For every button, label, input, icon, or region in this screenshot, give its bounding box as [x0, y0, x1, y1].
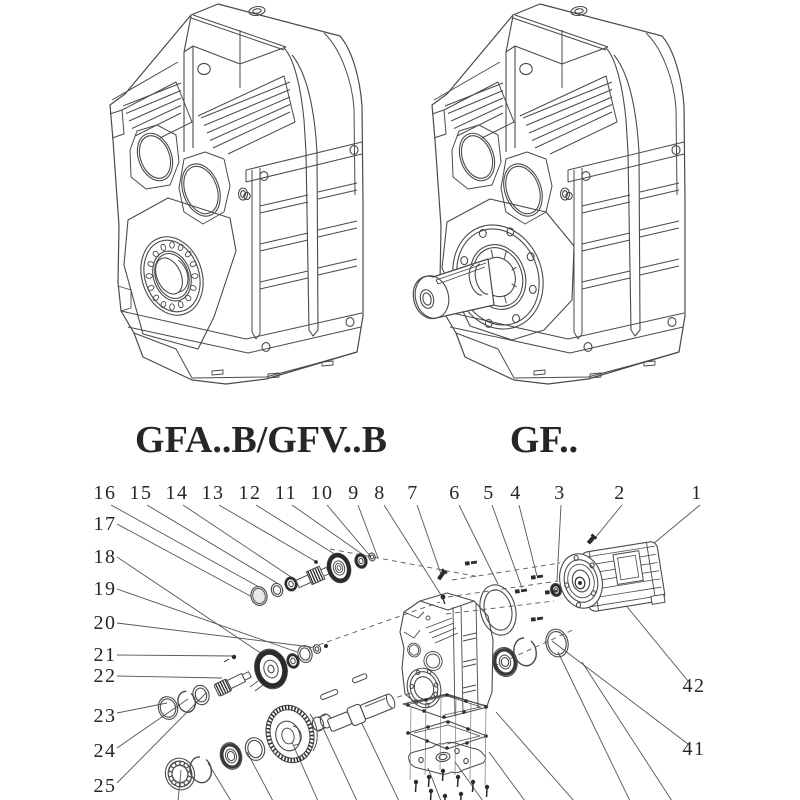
svg-text:22: 22	[94, 665, 117, 687]
svg-text:9: 9	[348, 482, 360, 504]
svg-text:25: 25	[94, 775, 117, 797]
svg-text:12: 12	[239, 482, 262, 504]
svg-text:20: 20	[94, 612, 117, 634]
svg-text:GF..: GF..	[510, 419, 578, 461]
svg-text:14: 14	[166, 482, 189, 504]
svg-text:1: 1	[691, 482, 703, 504]
svg-text:11: 11	[275, 482, 297, 504]
svg-text:8: 8	[374, 482, 386, 504]
svg-text:23: 23	[94, 705, 117, 727]
svg-text:41: 41	[683, 738, 706, 760]
svg-text:24: 24	[94, 740, 117, 762]
svg-text:2: 2	[614, 482, 626, 504]
svg-text:19: 19	[94, 578, 117, 600]
svg-text:5: 5	[483, 482, 495, 504]
svg-text:21: 21	[94, 644, 117, 666]
svg-text:3: 3	[554, 482, 566, 504]
svg-text:15: 15	[130, 482, 153, 504]
svg-text:4: 4	[510, 482, 522, 504]
svg-text:17: 17	[94, 513, 117, 535]
svg-text:10: 10	[311, 482, 334, 504]
svg-text:13: 13	[202, 482, 225, 504]
svg-text:GFA..B/GFV..B: GFA..B/GFV..B	[135, 419, 387, 461]
svg-text:6: 6	[449, 482, 461, 504]
svg-text:7: 7	[407, 482, 419, 504]
svg-text:16: 16	[94, 482, 117, 504]
svg-text:18: 18	[94, 546, 117, 568]
